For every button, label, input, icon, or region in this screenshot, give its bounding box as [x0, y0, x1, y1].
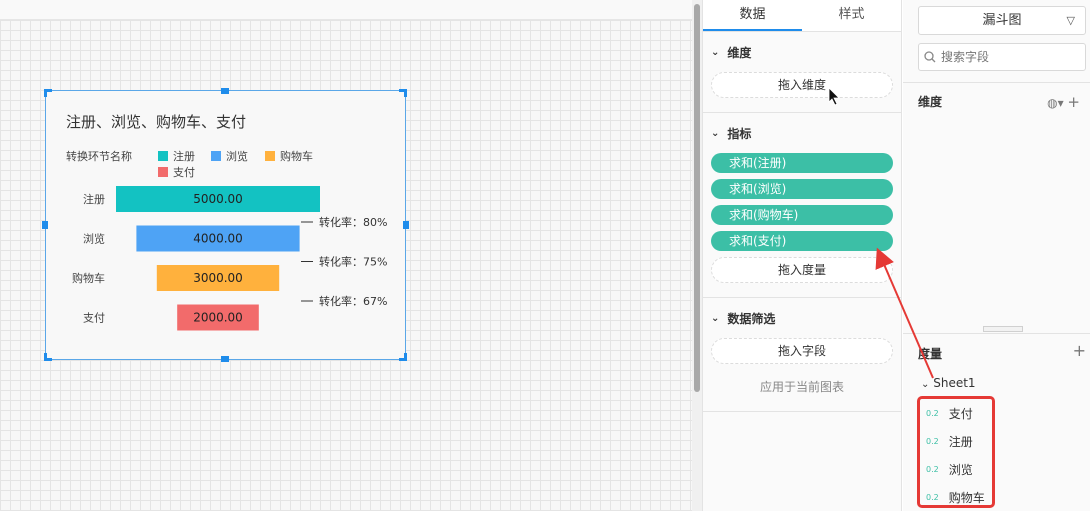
funnel-bar[interactable]	[156, 265, 280, 291]
chevron-down-icon: ⌄	[711, 46, 720, 58]
dimension-drop-zone[interactable]: 拖入维度	[711, 72, 893, 98]
metrics-section: ⌄ 指标 求和(注册) 求和(浏览) 求和(购物车) 求和(支付) 拖入度量	[703, 113, 901, 298]
apply-to-chart-button[interactable]: 应用于当前图表	[759, 380, 844, 394]
chart-title: 注册、浏览、购物车、支付	[66, 113, 247, 131]
dimension-section: ⌄ 维度 拖入维度	[703, 32, 901, 113]
filter-section-title: 数据筛选	[727, 311, 776, 326]
measure-drop-zone[interactable]: 拖入度量	[711, 257, 893, 283]
legend-item-zhuce[interactable]: 注册	[158, 148, 195, 164]
search-input[interactable]	[941, 50, 1076, 64]
chevron-down-icon: ⌄	[711, 127, 720, 139]
resize-corner-bottom-left[interactable]	[44, 353, 52, 361]
field-panel: 漏斗图 ▽ 维度 ◍▾ + 度量 + ⌄ Sheet1 0.2 支付 0.2 注…	[903, 0, 1090, 511]
number-type-icon: 0.2	[926, 437, 939, 446]
funnel-bar[interactable]	[116, 186, 320, 212]
resize-corner-top-right[interactable]	[399, 89, 407, 97]
measure-field-title: 度量	[918, 347, 943, 361]
measure-field-header: 度量 +	[918, 341, 1086, 362]
resize-handle-bottom[interactable]	[221, 356, 229, 362]
conversion-rate-label: 转化率：67%	[319, 294, 387, 308]
legend-label: 注册	[173, 150, 195, 163]
field-search-box[interactable]	[918, 43, 1086, 71]
add-icon[interactable]: +	[1067, 93, 1080, 111]
legend-swatch	[211, 151, 221, 161]
field-item[interactable]: 0.2 支付	[926, 405, 973, 422]
data-config-panel: 数据 样式 ⌄ 维度 拖入维度 ⌄ 指标 求和(注册) 求和(浏览) 求和(购物…	[702, 0, 902, 511]
field-name: 注册	[948, 435, 973, 449]
dimension-field-title: 维度	[918, 95, 943, 109]
legend-label: 支付	[173, 166, 195, 179]
legend-swatch	[158, 151, 168, 161]
sheet-name: Sheet1	[933, 376, 976, 390]
bar-value-label: 3000.00	[193, 271, 243, 285]
bar-value-label: 2000.00	[193, 311, 243, 325]
filter-section-header[interactable]: ⌄ 数据筛选	[711, 298, 893, 338]
add-measure-icon[interactable]: +	[1072, 341, 1086, 360]
canvas-scrollbar[interactable]	[694, 4, 700, 392]
legend-swatch	[158, 167, 168, 177]
number-type-icon: 0.2	[926, 493, 939, 502]
panel-divider	[903, 333, 1090, 334]
metric-pill[interactable]: 求和(支付)	[711, 231, 893, 251]
metrics-section-title: 指标	[727, 126, 752, 141]
panel-resize-grip[interactable]	[983, 326, 1023, 332]
field-item[interactable]: 0.2 注册	[926, 433, 973, 450]
chart-type-select[interactable]: 漏斗图 ▽	[918, 6, 1086, 35]
dimension-section-title: 维度	[727, 45, 752, 60]
resize-corner-bottom-right[interactable]	[399, 353, 407, 361]
conversion-rate-label: 转化率：75%	[319, 255, 387, 269]
legend-item-zhifu[interactable]: 支付	[158, 164, 195, 180]
chart-widget[interactable]: 注册、浏览、购物车、支付 转换环节名称 注册 浏览 购物车 支付 5000.00…	[42, 88, 409, 362]
tab-style[interactable]: 样式	[838, 7, 865, 22]
chart-type-value: 漏斗图	[982, 13, 1022, 28]
funnel-chart-plot: 5000.00 注册 4000.00 浏览 3000.00 购物车 2000.00 支付 转化率…	[72, 186, 387, 331]
resize-corner-top-left[interactable]	[44, 89, 52, 97]
resize-handle-right[interactable]	[403, 221, 409, 229]
dimension-field-header: 维度 ◍▾ +	[903, 82, 1090, 118]
dimension-section-header[interactable]: ⌄ 维度	[711, 32, 893, 72]
metric-pill[interactable]: 求和(浏览)	[711, 179, 893, 199]
panel-tabs: 数据 样式	[703, 0, 901, 32]
caret-down-icon[interactable]: ▾	[1057, 96, 1064, 110]
filter-section: ⌄ 数据筛选 拖入字段 应用于当前图表	[703, 298, 901, 412]
bar-value-label: 4000.00	[193, 232, 243, 246]
field-name: 购物车	[948, 491, 985, 505]
field-item[interactable]: 0.2 购物车	[926, 489, 985, 506]
legend-swatch	[265, 151, 275, 161]
globe-icon[interactable]: ◍	[1047, 96, 1058, 110]
category-label: 购物车	[72, 271, 105, 285]
metrics-section-header[interactable]: ⌄ 指标	[711, 113, 893, 153]
sheet-node[interactable]: ⌄ Sheet1	[921, 376, 976, 390]
search-icon	[924, 51, 936, 63]
number-type-icon: 0.2	[926, 465, 939, 474]
legend-item-liulan[interactable]: 浏览	[211, 148, 248, 164]
chevron-down-icon: ⌄	[711, 312, 720, 324]
field-item[interactable]: 0.2 浏览	[926, 461, 973, 478]
category-label: 支付	[83, 312, 105, 325]
metric-pill[interactable]: 求和(购物车)	[711, 205, 893, 225]
resize-handle-top[interactable]	[221, 88, 229, 94]
legend-label: 浏览	[226, 150, 248, 163]
chevron-down-icon: ⌄	[921, 379, 930, 390]
category-label: 浏览	[83, 232, 105, 246]
funnel-bar[interactable]	[177, 304, 259, 331]
field-name: 浏览	[948, 463, 973, 477]
canvas-toolbar-strip	[0, 0, 693, 20]
bar-value-label: 5000.00	[193, 192, 243, 206]
chevron-down-icon: ▽	[1066, 14, 1075, 27]
filter-drop-zone[interactable]: 拖入字段	[711, 338, 893, 364]
legend-title: 转换环节名称	[66, 150, 132, 163]
category-label: 注册	[83, 192, 105, 206]
conversion-rate-label: 转化率：80%	[319, 215, 387, 229]
highlighted-field-group: 0.2 支付 0.2 注册 0.2 浏览 0.2 购物车	[917, 396, 995, 508]
tab-data[interactable]: 数据	[703, 0, 802, 31]
number-type-icon: 0.2	[926, 409, 939, 418]
resize-handle-left[interactable]	[42, 221, 48, 229]
legend-item-gouwuche[interactable]: 购物车	[265, 148, 313, 164]
field-name: 支付	[948, 407, 973, 421]
metric-pill[interactable]: 求和(注册)	[711, 153, 893, 173]
legend-label: 购物车	[280, 150, 313, 163]
funnel-bar[interactable]	[136, 225, 300, 252]
dimension-tools: ◍▾ +	[1047, 93, 1080, 111]
